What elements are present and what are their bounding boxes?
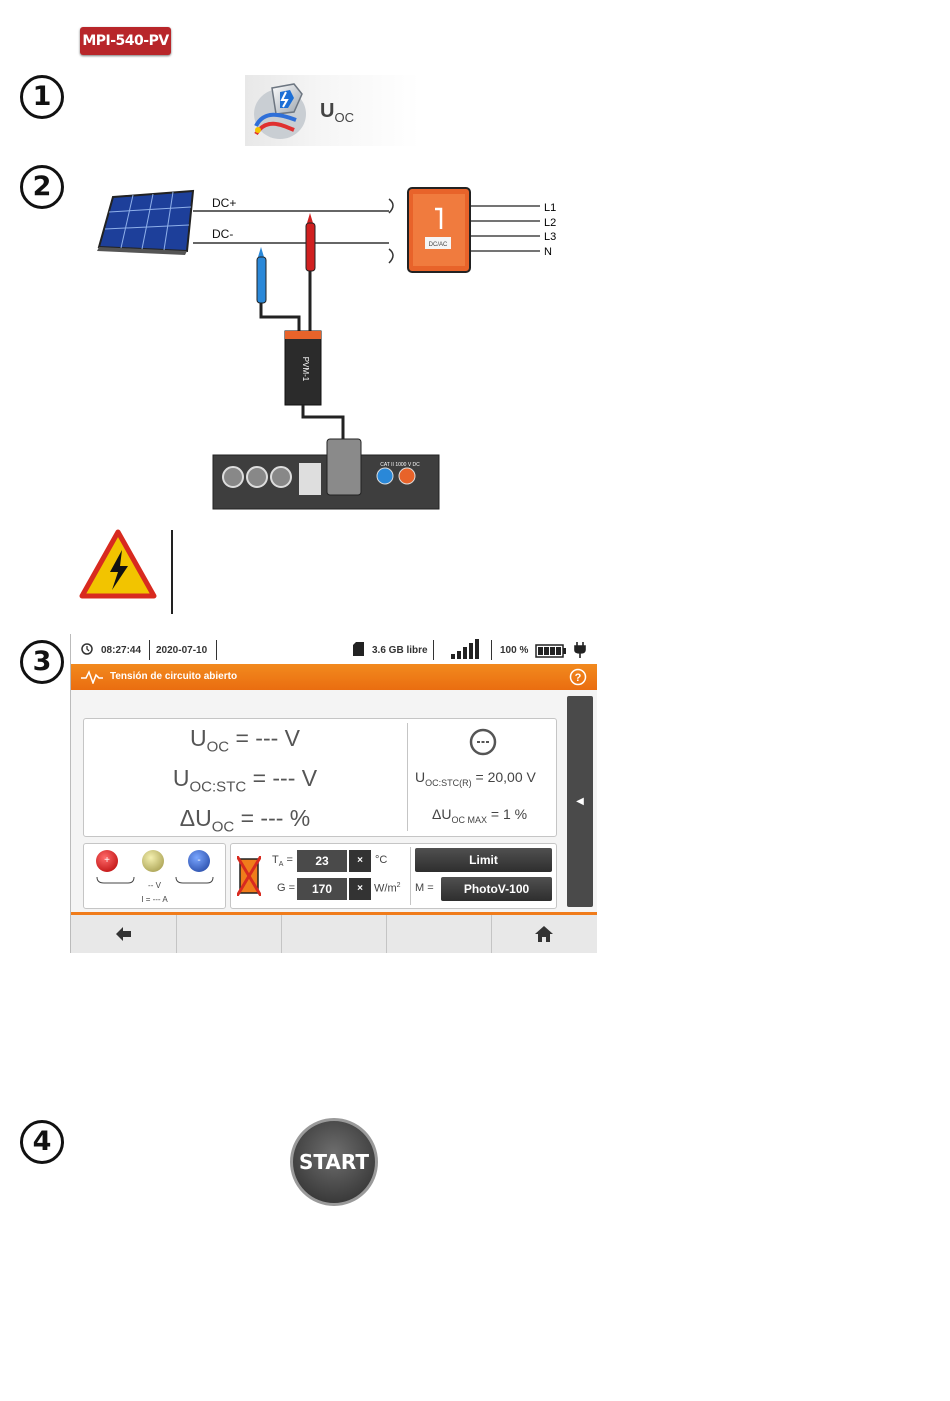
limit-button[interactable]: Limit xyxy=(415,848,552,872)
g-clear-button[interactable]: × xyxy=(349,878,371,900)
line-label-l2: L2 xyxy=(544,217,556,229)
help-icon[interactable]: ? xyxy=(569,668,587,686)
step-4-marker: 4 xyxy=(20,1120,64,1164)
step-2-marker: 2 xyxy=(20,165,64,209)
home-button[interactable] xyxy=(491,915,597,953)
delta-uoc-result: ΔUOC = --- % xyxy=(84,805,406,836)
solar-panel-icon xyxy=(97,191,193,255)
dc-minus-label: DC- xyxy=(212,227,233,241)
meter-panel-icon: CAT II 1000 V DC xyxy=(213,439,439,509)
signal-strength-icon xyxy=(451,639,481,659)
svg-text:?: ? xyxy=(575,672,582,684)
power-plug-icon xyxy=(574,642,586,658)
start-button[interactable]: START xyxy=(290,1118,378,1206)
svg-text:DC/AC: DC/AC xyxy=(429,242,448,248)
pvm-adapter-icon: PVM-1 xyxy=(285,331,321,405)
nav-empty-3[interactable] xyxy=(386,915,492,953)
device-screen: 08:27:44 2020-07-10 3.6 GB libre 100 % xyxy=(70,634,597,953)
red-probe-icon xyxy=(306,213,315,271)
g-input[interactable]: 170 xyxy=(297,878,347,900)
screen-title: Tensión de circuito abierto xyxy=(110,671,237,682)
status-storage: 3.6 GB libre xyxy=(372,645,428,656)
inverter-icon: DC/AC xyxy=(408,188,470,272)
side-panel-toggle[interactable]: ◀ xyxy=(567,696,593,907)
step-3-marker: 3 xyxy=(20,640,64,684)
params-panel: TA = 23 × °C G = 170 × W/m2 Limit M = Ph… xyxy=(230,843,557,909)
uoc-stc-r-value: UOC:STC(R) = 20,00 V xyxy=(415,769,536,788)
result-status-icon xyxy=(468,727,498,757)
sd-card-icon xyxy=(353,642,364,656)
ta-clear-button[interactable]: × xyxy=(349,850,371,872)
step-1-marker: 1 xyxy=(20,75,64,119)
status-date: 2020-07-10 xyxy=(156,645,207,656)
ta-label: TA = xyxy=(272,854,293,868)
clock-icon xyxy=(81,643,93,655)
line-label-l1: L1 xyxy=(544,202,556,214)
probe-current: I = --- A xyxy=(84,895,225,904)
probe-minus: - xyxy=(188,850,210,872)
bottom-nav-bar xyxy=(71,912,597,953)
adapter-label: PVM-1 xyxy=(301,357,310,382)
delta-uoc-max-value: ΔUOC MAX = 1 % xyxy=(432,806,527,825)
ta-input[interactable]: 23 xyxy=(297,850,347,872)
pv-measurement-icon xyxy=(250,80,312,144)
module-label: M = xyxy=(415,882,434,894)
g-unit: W/m2 xyxy=(374,882,401,895)
title-bar: Tensión de circuito abierto ? xyxy=(71,664,597,690)
battery-icon xyxy=(535,644,567,658)
model-badge: MPI-540-PV xyxy=(80,27,171,55)
module-select[interactable]: PhotoV-100 xyxy=(441,877,552,901)
probe-plus: + xyxy=(96,850,118,872)
waveform-icon xyxy=(81,670,103,684)
blue-probe-icon xyxy=(257,247,266,303)
connection-diagram: DC+ DC- DC/AC L1 L2 L3 N PVM-1 xyxy=(95,185,570,515)
status-bar: 08:27:44 2020-07-10 3.6 GB libre 100 % xyxy=(71,634,597,664)
svg-text:CAT II 1000 V DC: CAT II 1000 V DC xyxy=(380,462,420,468)
dc-plus-label: DC+ xyxy=(212,196,236,210)
line-label-l3: L3 xyxy=(544,231,556,243)
uoc-function-label: UOC xyxy=(320,100,354,125)
ta-unit: °C xyxy=(375,854,387,866)
uoc-result: UOC = --- V xyxy=(84,725,406,756)
nav-empty-1[interactable] xyxy=(176,915,282,953)
no-sensor-icon xyxy=(237,856,261,896)
high-voltage-warning-icon xyxy=(78,528,158,600)
back-arrow-icon xyxy=(116,927,132,941)
probe-panel: + - -- V I = --- A xyxy=(83,843,226,909)
warning-divider xyxy=(171,530,173,614)
status-time: 08:27:44 xyxy=(101,645,141,656)
nav-empty-2[interactable] xyxy=(281,915,387,953)
probe-voltage: -- V xyxy=(84,881,225,890)
g-label: G = xyxy=(277,882,295,894)
line-label-n: N xyxy=(544,246,552,258)
status-battery-percent: 100 % xyxy=(500,645,528,656)
results-panel: UOC = --- V UOC:STC = --- V ΔUOC = --- %… xyxy=(83,718,557,837)
back-button[interactable] xyxy=(71,915,177,953)
uoc-stc-result: UOC:STC = --- V xyxy=(84,765,406,796)
home-icon xyxy=(535,926,553,942)
probe-pe xyxy=(142,850,164,872)
